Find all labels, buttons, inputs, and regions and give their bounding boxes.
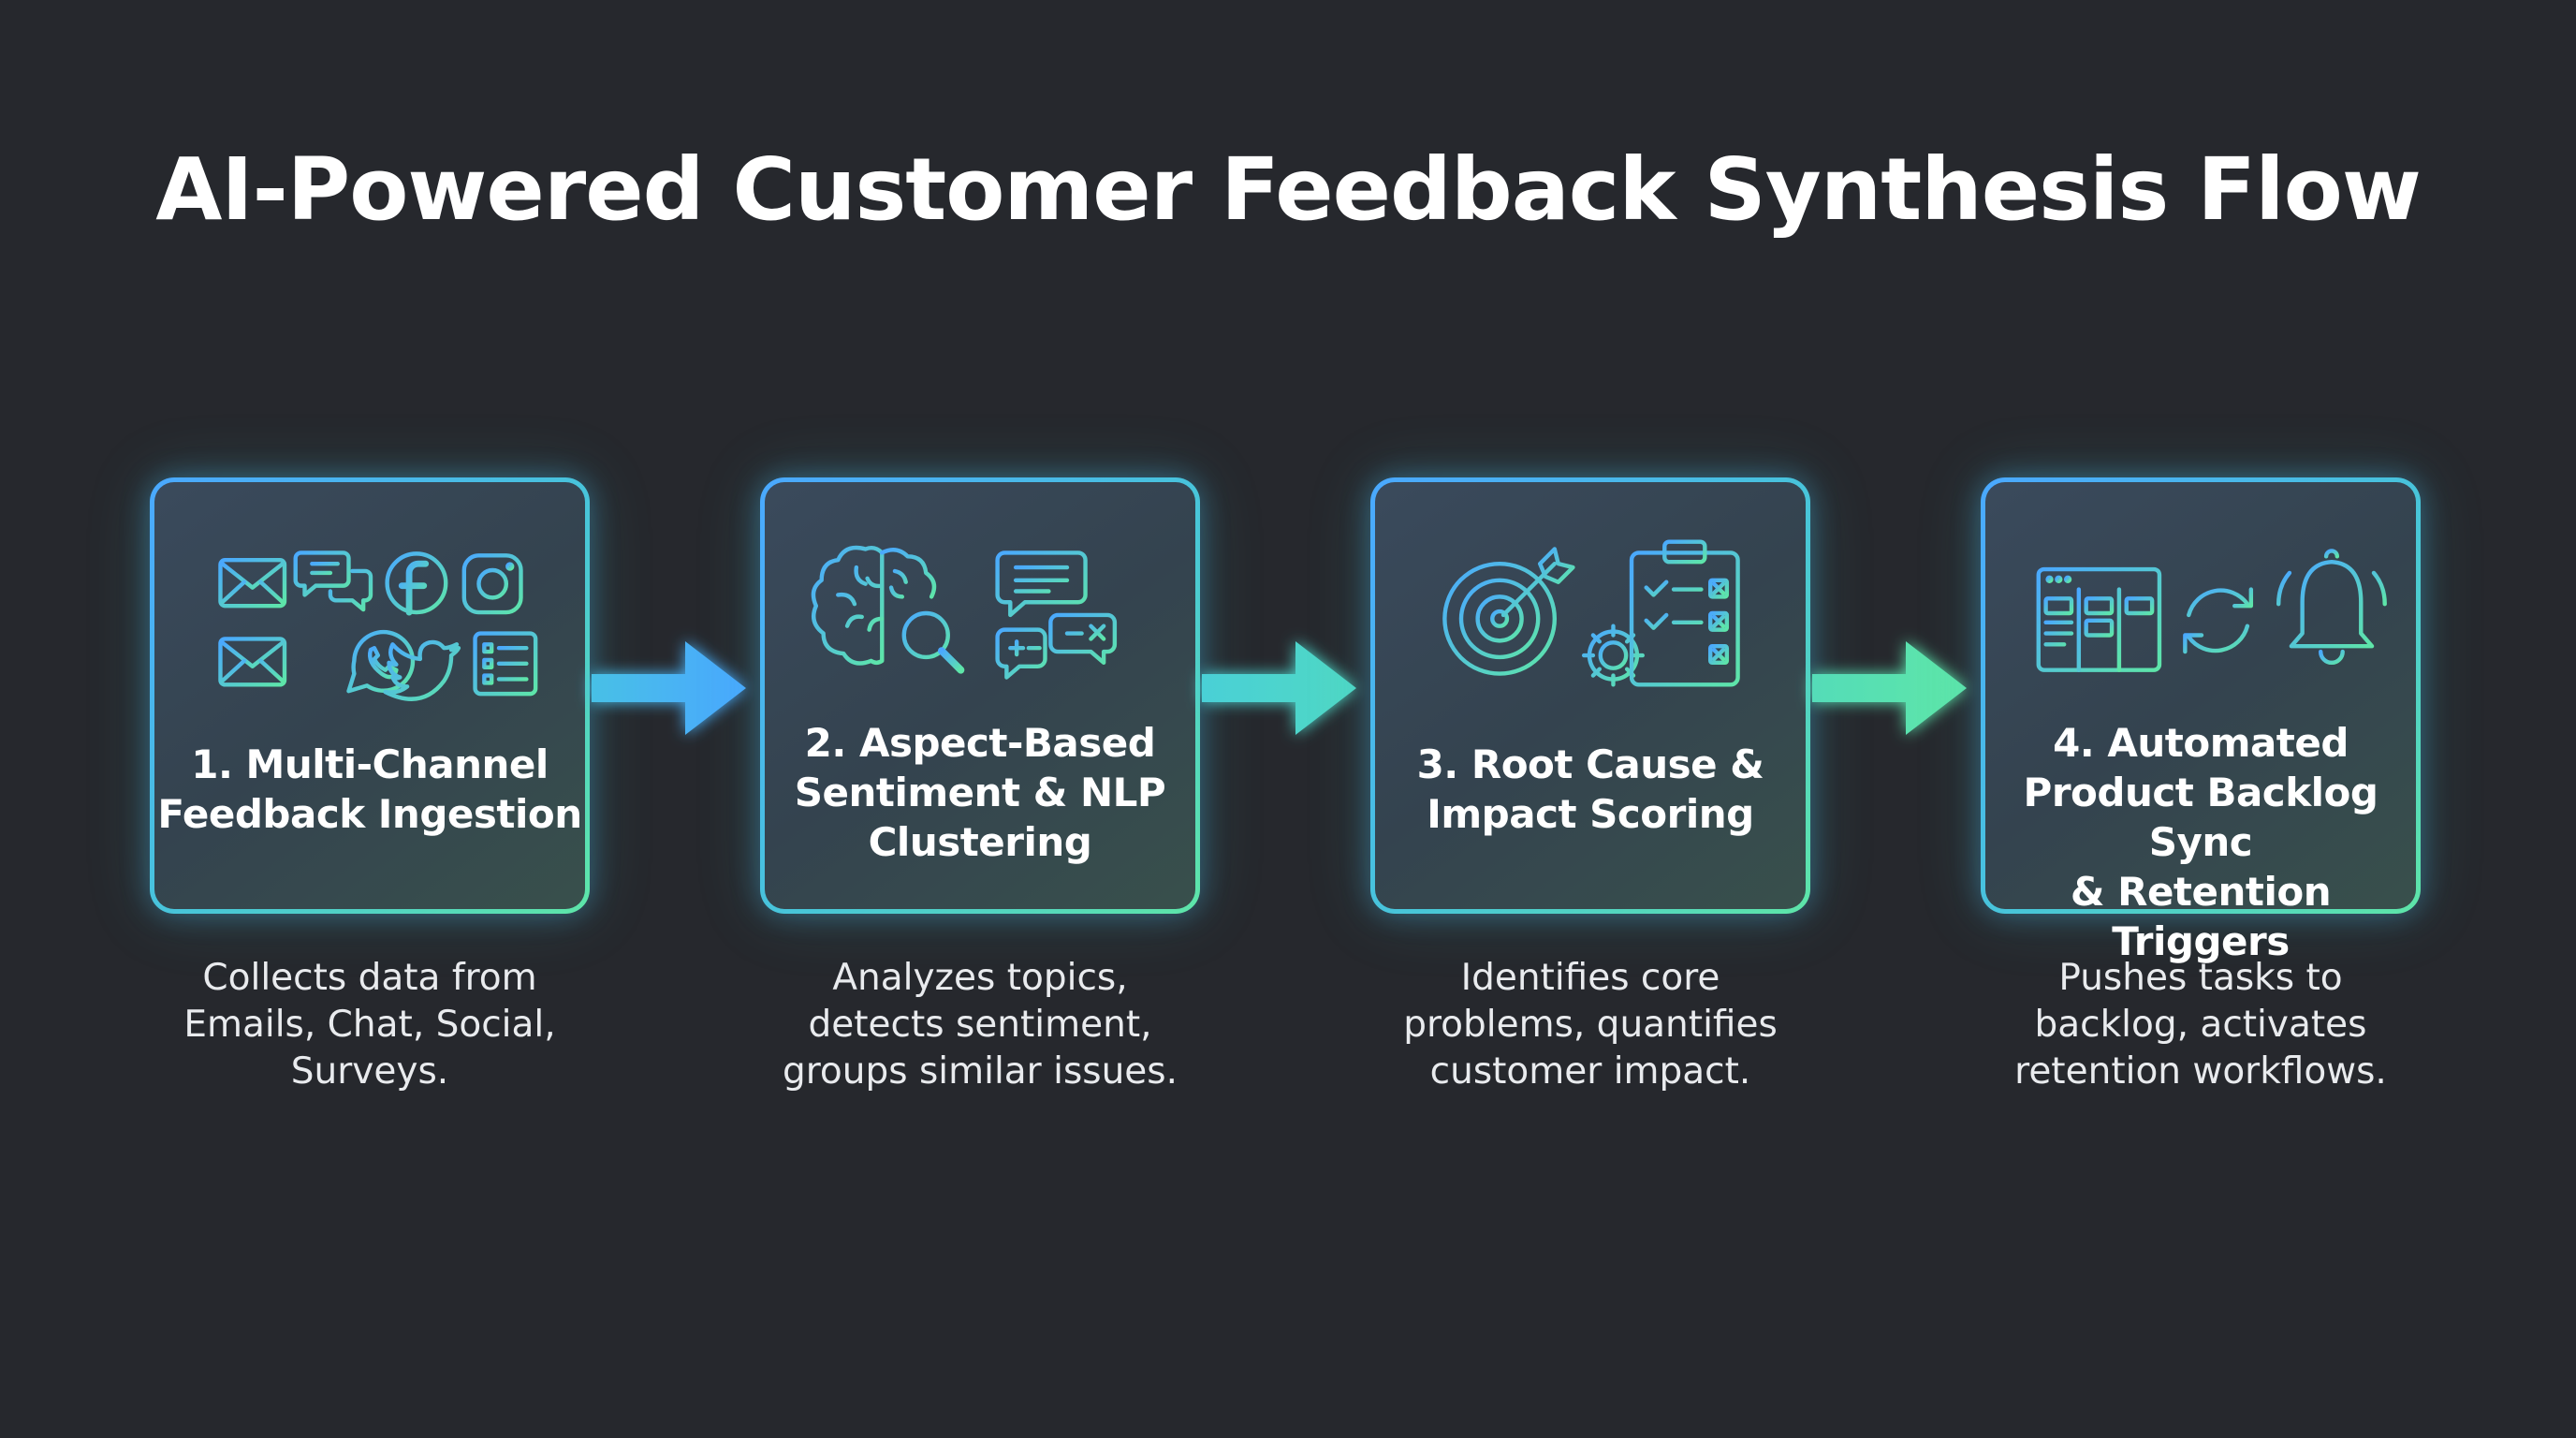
bell-icon	[2276, 549, 2387, 665]
step-card-2: 2. Aspect-Based Sentiment & NLP Clusteri…	[760, 477, 1200, 914]
step-1-description: Collects data from Emails, Chat, Social,…	[183, 957, 556, 1093]
kanban-board-icon	[2036, 566, 2162, 672]
step-4-description: Pushes tasks to backlog, activates reten…	[2014, 957, 2387, 1093]
sync-icon	[2183, 587, 2254, 654]
chat-sentiment-icon	[995, 550, 1118, 680]
target-icon	[1442, 547, 1575, 676]
step-3-description: Identifies core problems, quantifies cus…	[1403, 957, 1778, 1093]
flow-arrow-3	[1812, 641, 1967, 735]
step-card-1: 1. Multi-Channel Feedback Ingestion	[150, 477, 590, 914]
email-icon	[218, 637, 287, 687]
step-card-3: 3. Root Cause & Impact Scoring	[1370, 477, 1810, 914]
email-icon	[218, 558, 287, 609]
survey-list-icon	[473, 631, 538, 697]
checklist-clipboard-icon	[1629, 539, 1740, 687]
step-2-description: Analyzes topics, detects sentiment, grou…	[782, 957, 1178, 1093]
whatsapp-icon	[346, 629, 416, 694]
flow-arrow-1	[592, 641, 746, 735]
step-1-title: 1. Multi-Channel Feedback Ingestion	[157, 741, 582, 837]
page-title: AI-Powered Customer Feedback Synthesis F…	[155, 139, 2422, 240]
twitter-icon	[383, 639, 461, 701]
flow-arrow-2	[1202, 641, 1356, 735]
instagram-icon	[461, 553, 523, 615]
step-3-title: 3. Root Cause & Impact Scoring	[1416, 741, 1764, 837]
step-1-icons	[218, 550, 538, 701]
step-4-title: 4. Automated Product Backlog Sync & Rete…	[2023, 720, 2378, 964]
gear-icon	[1581, 624, 1645, 687]
step-4-icons	[2036, 549, 2387, 672]
step-2-icons	[811, 545, 1118, 680]
chat-bubbles-icon	[293, 550, 373, 612]
step-card-4: 4. Automated Product Backlog Sync & Rete…	[1981, 477, 2421, 964]
brain-magnifier-icon	[811, 545, 965, 674]
step-2-title: 2. Aspect-Based Sentiment & NLP Clusteri…	[794, 720, 1166, 865]
step-3-icons	[1442, 539, 1740, 687]
facebook-icon	[385, 551, 448, 616]
